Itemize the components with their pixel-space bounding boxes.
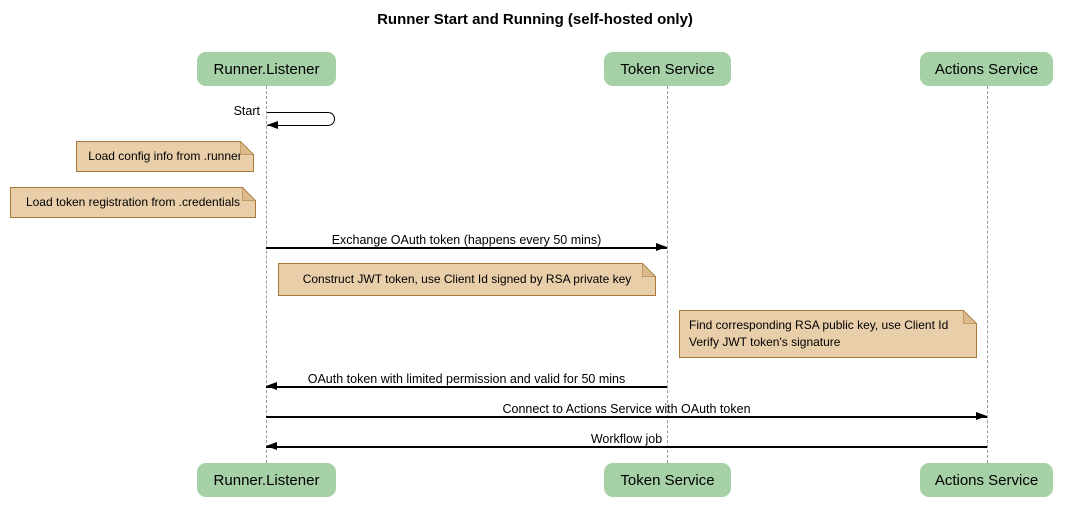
message-workflow-line [266, 446, 987, 448]
message-workflow-label: Workflow job [590, 432, 663, 446]
message-connect-label: Connect to Actions Service with OAuth to… [502, 402, 751, 416]
note-text: Load config info from .runner [88, 148, 242, 163]
lifeline-runner-listener [266, 86, 267, 463]
message-connect-line [266, 416, 987, 418]
actor-actions-service-top: Actions Service [920, 52, 1053, 86]
arrowhead-left-icon [266, 442, 277, 450]
message-oauth-return-label: OAuth token with limited permission and … [307, 372, 626, 386]
diagram-title: Runner Start and Running (self-hosted on… [377, 11, 693, 28]
arrowhead-left-icon [266, 382, 277, 390]
actor-token-service-bottom: Token Service [604, 463, 731, 497]
note-text: Load token registration from .credential… [25, 194, 241, 209]
note-fold-icon [963, 310, 977, 324]
lifeline-actions-service [987, 86, 988, 463]
note-fold-icon [240, 141, 254, 155]
actor-runner-listener-bottom: Runner.Listener [197, 463, 336, 497]
note-fold-icon [242, 187, 256, 201]
actor-token-service-top: Token Service [604, 52, 731, 86]
note-load-config: Load config info from .runner [76, 141, 254, 172]
message-oauth-return-line [266, 386, 667, 388]
lifeline-token-service [667, 86, 668, 463]
arrowhead-right-icon [656, 243, 667, 251]
actor-actions-service-bottom: Actions Service [920, 463, 1053, 497]
note-text: Find corresponding RSA public key, use C… [689, 317, 949, 349]
arrowhead-left-icon [267, 121, 278, 129]
message-start-label: Start [233, 104, 260, 118]
note-load-token: Load token registration from .credential… [10, 187, 256, 218]
actor-label: Token Service [620, 471, 715, 489]
message-exchange-line [266, 247, 667, 249]
note-construct-jwt: Construct JWT token, use Client Id signe… [278, 263, 656, 296]
actor-runner-listener-top: Runner.Listener [197, 52, 336, 86]
actor-label: Token Service [620, 60, 715, 78]
message-exchange-label: Exchange OAuth token (happens every 50 m… [331, 233, 602, 247]
actor-label: Actions Service [934, 60, 1039, 78]
note-text: Construct JWT token, use Client Id signe… [302, 271, 632, 286]
actor-label: Runner.Listener [213, 471, 320, 489]
arrowhead-right-icon [976, 412, 987, 420]
note-verify-jwt: Find corresponding RSA public key, use C… [679, 310, 977, 358]
actor-label: Runner.Listener [213, 60, 320, 78]
note-fold-icon [642, 263, 656, 277]
actor-label: Actions Service [934, 471, 1039, 489]
message-start-self-loop [267, 112, 335, 126]
